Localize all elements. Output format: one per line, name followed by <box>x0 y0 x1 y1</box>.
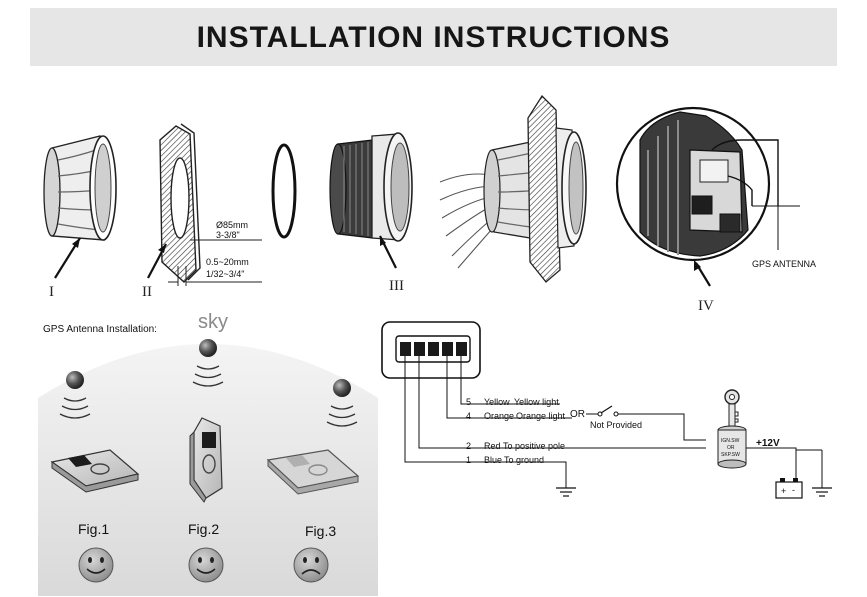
part-label-iv: IV <box>698 298 714 314</box>
part-iii-threaded-body: III <box>329 132 413 294</box>
fig1-antenna-flat <box>50 449 140 493</box>
gps-install-panel: GPS Antenna Installation: sky <box>38 311 378 596</box>
wire-color-5: Yellow <box>484 397 510 407</box>
page-title: INSTALLATION INSTRUCTIONS <box>196 21 671 54</box>
svg-text:+: + <box>781 486 786 496</box>
part-i-bezel: I <box>43 135 117 300</box>
wire-function-2: To positive pole <box>503 441 565 451</box>
or-label: OR <box>570 409 585 420</box>
header-banner: INSTALLATION INSTRUCTIONS <box>30 8 837 66</box>
part-label-ii: II <box>142 284 152 300</box>
voltage-label: +12V <box>756 438 780 449</box>
wire-function-4: Orange light <box>516 411 566 421</box>
gps-antenna-label: GPS ANTENNA <box>752 259 816 269</box>
optional-switch <box>586 405 706 441</box>
wire-function-5: Yellow light <box>514 397 559 407</box>
fig1-label: Fig.1 <box>78 521 109 537</box>
satellite-right <box>326 379 358 427</box>
wire-pin-4: 4 <box>466 411 471 421</box>
ignition-switch: IGN.SW OR SKP.SW <box>717 425 747 469</box>
wire-color-4: Orange <box>484 411 514 421</box>
part-label-i: I <box>49 284 54 300</box>
satellite-center <box>192 339 224 387</box>
satellite-left <box>59 371 91 419</box>
connector-pins <box>400 342 467 356</box>
ignition-key-icon <box>724 389 740 427</box>
part-label-iii: III <box>389 278 404 294</box>
assembled-gauge <box>439 94 587 283</box>
wire-color-2: Red <box>484 441 501 451</box>
not-provided-label: Not Provided <box>590 420 642 430</box>
wire-function-1: To ground <box>504 455 544 465</box>
fig3-sad-face <box>293 547 329 583</box>
o-ring <box>271 143 297 239</box>
dim-thickness: 0.5~20mm <box>206 257 249 267</box>
ground-symbol-battery <box>812 487 832 497</box>
fig2-happy-face <box>188 547 224 583</box>
sky-label: sky <box>198 311 228 333</box>
battery-icon: + - <box>775 478 803 499</box>
dim-diameter-in: 3-3/8" <box>216 230 240 240</box>
dim-thickness-in: 1/32~3/4" <box>206 269 244 279</box>
ignition-label-3: SKP.SW <box>721 452 740 458</box>
wire-pin-5: 5 <box>466 397 471 407</box>
part-iv-rear-view: GPS ANTENNA IV <box>615 106 816 314</box>
svg-text:-: - <box>792 485 795 495</box>
wiring-diagram: 5 Yellow Yellow light 4 Orange Orange li… <box>381 321 832 499</box>
fig2-label: Fig.2 <box>188 521 219 537</box>
fig1-happy-face <box>78 547 114 583</box>
wire-pin-1: 1 <box>466 455 471 465</box>
part-ii-panel: Ø85mm 3-3/8" 0.5~20mm 1/32~3/4" II <box>142 123 262 300</box>
fig3-antenna-inverted <box>266 449 360 495</box>
wire-pin-2: 2 <box>466 441 471 451</box>
ignition-label-2: OR <box>727 445 735 451</box>
wire-color-1: Blue <box>484 455 502 465</box>
dim-diameter: Ø85mm <box>216 220 248 230</box>
fig2-antenna-vertical <box>189 417 223 503</box>
gps-install-title: GPS Antenna Installation: <box>43 324 157 335</box>
ignition-label-1: IGN.SW <box>721 438 740 444</box>
ground-symbol-connector <box>556 487 576 497</box>
fig3-label: Fig.3 <box>305 523 336 539</box>
